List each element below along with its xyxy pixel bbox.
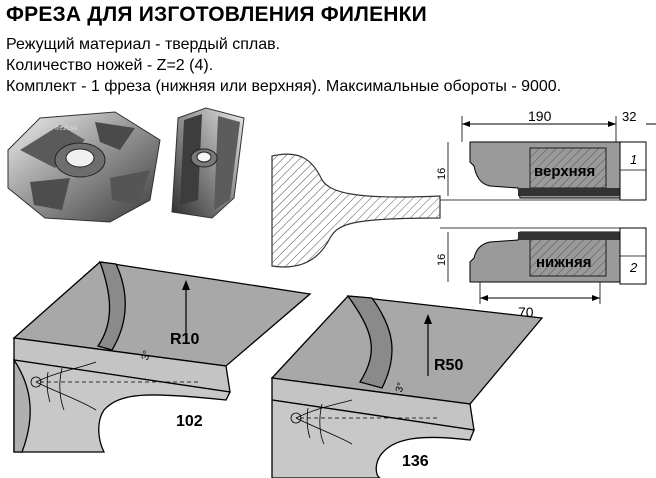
upper-cutter-label: верхняя xyxy=(534,163,595,180)
part-number-2: 2 xyxy=(629,260,638,275)
spec-knives: Количество ножей - Z=2 (4). xyxy=(6,57,214,74)
dim-top: 190 xyxy=(528,108,552,124)
cutter-photo-large: frezi.su xyxy=(7,111,161,223)
part-number-1: 1 xyxy=(630,152,637,167)
profile2-angle: 3° xyxy=(394,381,407,393)
dim-upper-height: 16 xyxy=(436,168,448,180)
dim-right: 32 xyxy=(622,109,636,124)
dim-lower-height: 16 xyxy=(436,254,448,266)
spec-set: Комплект - 1 фреза (нижняя или верхняя).… xyxy=(6,78,562,95)
profile-r10 xyxy=(12,261,312,453)
profile-r50 xyxy=(270,295,544,478)
watermark-text: frezi.su xyxy=(55,125,78,132)
profile1-code: 102 xyxy=(176,413,203,430)
drawing-labels: 190 32 70 16 16 верхняя нижняя 1 2 xyxy=(436,108,638,320)
knife-photo xyxy=(171,107,245,219)
page-title: ФРЕЗА ДЛЯ ИЗГОТОВЛЕНИЯ ФИЛЕНКИ xyxy=(6,3,427,26)
cutter-drawing xyxy=(440,116,656,304)
profile1-angle: 3° xyxy=(140,349,153,361)
lower-cutter-label: нижняя xyxy=(536,254,591,271)
panel-section xyxy=(271,153,441,268)
spec-material: Режущий материал - твердый сплав. xyxy=(6,36,281,53)
profile2-radius: R50 xyxy=(434,357,463,374)
profile1-radius: R10 xyxy=(170,331,199,348)
profile2-code: 136 xyxy=(402,453,429,470)
